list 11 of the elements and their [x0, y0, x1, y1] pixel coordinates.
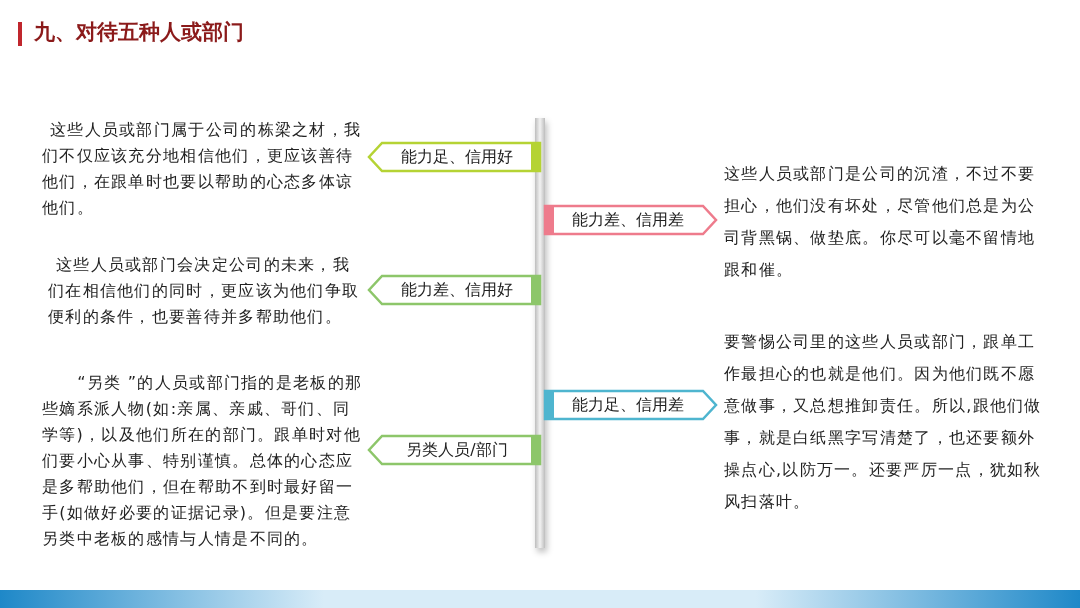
tag-label: 能力足、信用差 [572, 394, 685, 416]
description-paragraph: 要警惕公司里的这些人员或部门，跟单工作最担心的也就是他们。因为他们既不愿意做事，又总想推卸责任。所以,跟他们做事，就是白纸黑字写清楚了，也还要额外操点心,以防万一。还要严厉一点，犹如秋风扫落叶。 [724, 331, 1043, 513]
description-paragraph: “另类 ”的人员或部门指的是老板的那些嫡系派人物(如:亲属、亲戚、哥们、同学等)，以及他们所在的部门。跟单时对他们要小心从事、特别谨慎。总体的心态应是多帮助他们，但在帮助不到时最好留一手(如做好必要的证据记录)。但是要注意另类中老板的感情与人情是不同的。 [42, 372, 364, 550]
description-paragraph: 这些人员或部门会决定公司的未来，我们在相信他们的同时，更应该为他们争取便利的条件，也要善待并多帮助他们。 [48, 254, 361, 328]
tag-label: 能力足、信用好 [400, 146, 513, 168]
tag-label: 能力差、信用好 [400, 279, 513, 301]
tag-label: 另类人员/部门 [405, 439, 508, 461]
tag-label: 能力差、信用差 [572, 209, 685, 231]
slide-title: 九、对待五种人或部门 [34, 19, 244, 46]
description-paragraph: 这些人员或部门是公司的沉渣，不过不要担心，他们没有坏处，尽管他们总是为公司背黑锅、做垫底。你尽可以毫不留情地跟和催。 [724, 163, 1037, 281]
description-paragraph: 这些人员或部门属于公司的栋梁之材，我们不仅应该充分地相信他们，更应该善待他们，在跟单时也要以帮助的心态多体谅他们。 [42, 119, 363, 219]
